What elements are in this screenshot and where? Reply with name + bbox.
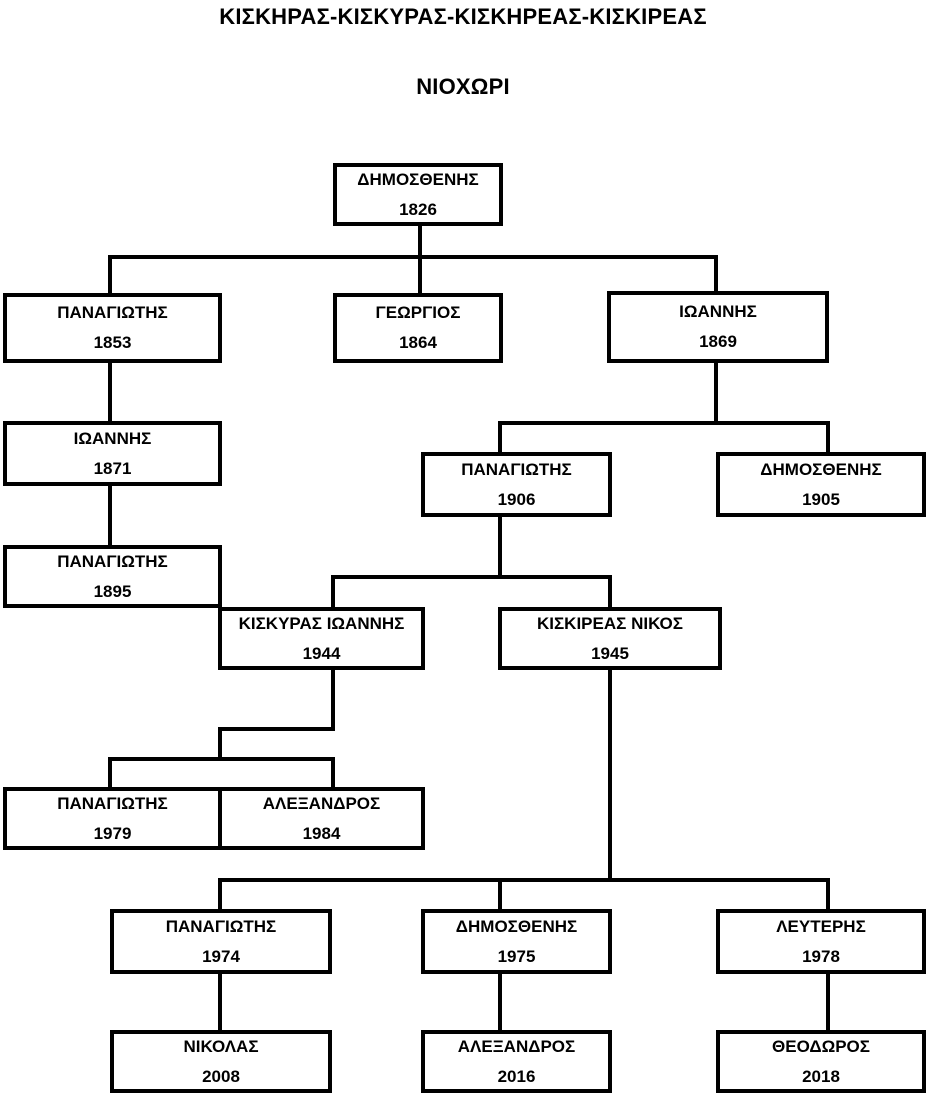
- person-year: 1826: [399, 199, 437, 219]
- person-node: ΔΗΜΟΣΘΕΝΗΣ 1975: [421, 909, 612, 974]
- person-year: 1945: [591, 643, 629, 663]
- connector-n8-children: [108, 666, 335, 791]
- person-name: ΓΕΩΡΓΙΟΣ: [375, 303, 461, 322]
- person-year: 1869: [699, 332, 737, 351]
- diagram-subtitle: ΝΙΟΧΩΡΙ: [416, 74, 510, 99]
- person-node: ΛΕΥΤΕΡΗΣ 1978: [716, 909, 926, 974]
- person-year: 2018: [802, 1066, 840, 1086]
- diagram-title: ΚΙΣΚΗΡΑΣ-ΚΙΣΚΥΡΑΣ-ΚΙΣΚΗΡΕΑΣ-ΚΙΣΚΙΡΕΑΣ: [219, 4, 707, 29]
- connector-n9-children: [218, 666, 830, 913]
- person-year: 1853: [93, 333, 132, 352]
- person-year: 2008: [202, 1066, 240, 1086]
- person-node: ΙΩΑΝΝΗΣ 1869: [607, 291, 829, 363]
- person-year: 1895: [93, 581, 132, 601]
- person-node: ΑΛΕΞΑΝΔΡΟΣ 2016: [421, 1030, 612, 1093]
- person-node: ΠΑΝΑΓΙΩΤΗΣ 1979: [3, 787, 222, 850]
- person-year: 1871: [93, 458, 132, 478]
- person-name: ΠΑΝΑΓΙΩΤΗΣ: [57, 793, 168, 813]
- person-year: 1978: [802, 946, 840, 966]
- person-name: ΙΩΑΝΝΗΣ: [679, 302, 757, 321]
- person-year: 1975: [497, 946, 536, 966]
- person-name: ΛΕΥΤΕΡΗΣ: [776, 916, 866, 936]
- person-node: ΓΕΩΡΓΙΟΣ 1864: [333, 293, 503, 363]
- person-year: 1984: [302, 823, 341, 843]
- person-name: ΚΙΣΚΙΡΕΑΣ ΝΙΚΟΣ: [536, 613, 683, 633]
- person-name: ΚΙΣΚΥΡΑΣ ΙΩΑΝΝΗΣ: [238, 613, 405, 633]
- person-node: ΠΑΝΑΓΙΩΤΗΣ 1906: [421, 452, 612, 517]
- person-node: ΙΩΑΝΝΗΣ 1871: [3, 421, 222, 486]
- connector-n5-children: [331, 513, 612, 611]
- person-name: ΠΑΝΑΓΙΩΤΗΣ: [57, 303, 168, 322]
- person-node: ΠΑΝΑΓΙΩΤΗΣ 1895: [3, 545, 222, 608]
- person-node: ΠΑΝΑΓΙΩΤΗΣ 1974: [110, 909, 332, 974]
- person-node: ΘΕΟΔΩΡΟΣ 2018: [716, 1030, 926, 1093]
- person-name: ΠΑΝΑΓΙΩΤΗΣ: [165, 916, 277, 936]
- person-name: ΠΑΝΑΓΙΩΤΗΣ: [57, 551, 168, 571]
- person-year: 1944: [302, 643, 341, 663]
- person-year: 2016: [497, 1066, 536, 1086]
- person-year: 1979: [93, 823, 132, 843]
- person-node: ΔΗΜΟΣΘΕΝΗΣ 1826: [333, 163, 503, 226]
- person-node: ΑΛΕΞΑΝΔΡΟΣ 1984: [218, 787, 425, 850]
- person-node: ΚΙΣΚΥΡΑΣ ΙΩΑΝΝΗΣ 1944: [218, 607, 425, 670]
- connector-n0-children: [108, 222, 718, 297]
- person-node: ΔΗΜΟΣΘΕΝΗΣ 1905: [716, 452, 926, 517]
- person-name: ΑΛΕΞΑΝΔΡΟΣ: [262, 793, 381, 813]
- person-name: ΠΑΝΑΓΙΩΤΗΣ: [461, 459, 572, 479]
- person-name: ΘΕΟΔΩΡΟΣ: [772, 1036, 870, 1056]
- person-name: ΔΗΜΟΣΘΕΝΗΣ: [760, 459, 882, 479]
- person-year: 1864: [399, 333, 437, 352]
- person-name: ΝΙΚΟΛΑΣ: [183, 1036, 259, 1056]
- person-year: 1906: [497, 489, 536, 509]
- person-node: ΚΙΣΚΙΡΕΑΣ ΝΙΚΟΣ 1945: [498, 607, 722, 670]
- person-node: ΝΙΚΟΛΑΣ 2008: [110, 1030, 332, 1093]
- person-name: ΔΗΜΟΣΘΕΝΗΣ: [357, 169, 479, 189]
- person-node: ΠΑΝΑΓΙΩΤΗΣ 1853: [3, 293, 222, 363]
- person-year: 1905: [802, 489, 840, 509]
- person-name: ΙΩΑΝΝΗΣ: [73, 428, 152, 448]
- person-year: 1974: [202, 946, 240, 966]
- person-name: ΔΗΜΟΣΘΕΝΗΣ: [455, 916, 578, 936]
- person-name: ΑΛΕΞΑΝΔΡΟΣ: [457, 1036, 576, 1056]
- connector-n3-children: [498, 359, 830, 457]
